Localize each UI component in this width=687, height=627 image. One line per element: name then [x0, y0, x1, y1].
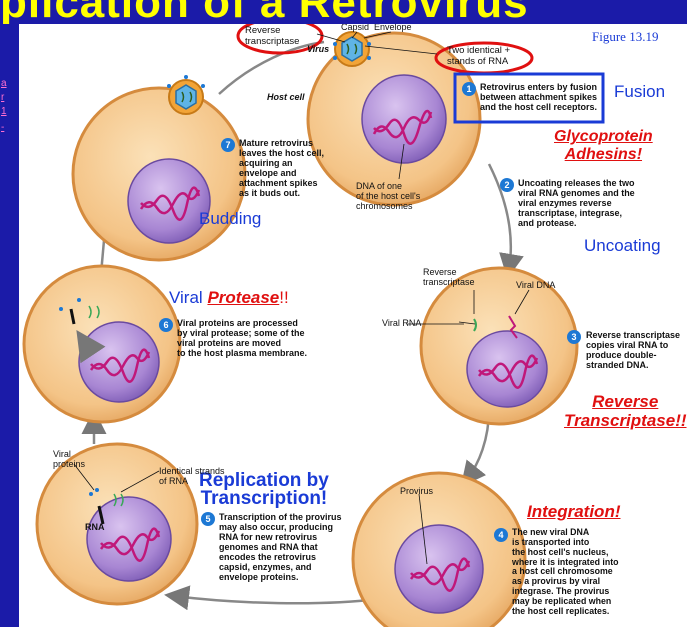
- cycle-arrow: [174, 596, 379, 603]
- host-cell-budding: [73, 75, 245, 260]
- host-cell-protease: [24, 266, 180, 422]
- step-4-badge: 4: [494, 528, 508, 542]
- viral-protease-word: Protease: [207, 288, 279, 307]
- left-link[interactable]: a: [1, 78, 7, 89]
- label-host-cell: Host cell: [267, 92, 305, 102]
- label-viral-dna: Viral DNA: [516, 280, 555, 290]
- step-3-badge: 3: [567, 330, 581, 344]
- label-reverse-transcriptase-mid: Reverse transcriptase: [423, 267, 475, 287]
- label-capsid: Capsid: [341, 24, 369, 32]
- step-6-text: Viral proteins are processed by viral pr…: [177, 318, 307, 358]
- label-identical-strands: Identical strands of RNA: [159, 466, 225, 486]
- step-5-text: Transcription of the provirus may also o…: [219, 512, 342, 583]
- step-2-badge: 2: [500, 178, 514, 192]
- left-link-bar: a r 1 -: [0, 24, 19, 627]
- label-viral-proteins: Viral proteins: [53, 449, 85, 469]
- step-5-badge: 5: [201, 512, 215, 526]
- figure-label: Figure 13.19: [592, 29, 658, 45]
- annotation-glycoprotein-adhesins: Glycoprotein Adhesins!: [554, 128, 653, 164]
- step-1-badge: 1: [462, 82, 476, 96]
- left-link[interactable]: r: [1, 92, 4, 103]
- left-link[interactable]: -: [1, 122, 4, 133]
- step-7-text: Mature retrovirus leaves the host cell, …: [239, 138, 324, 198]
- viral-protease-prefix: Viral: [169, 288, 207, 307]
- step-1-text: Retrovirus enters by fusion between atta…: [480, 82, 597, 112]
- annotation-fusion: Fusion: [614, 82, 665, 101]
- diagram-panel: Reverse transcriptase Capsid Envelope Vi…: [19, 24, 687, 627]
- label-envelope: Envelope: [374, 24, 412, 32]
- label-viral-rna: Viral RNA: [382, 318, 421, 328]
- label-provirus: Provirus: [400, 486, 433, 496]
- left-link[interactable]: 1: [1, 106, 7, 117]
- annotation-budding: Budding: [199, 209, 261, 228]
- label-dna-host: DNA of one of the host cell's chromosome…: [356, 181, 420, 211]
- step-6-badge: 6: [159, 318, 173, 332]
- annotation-viral-protease: Viral Protease!!: [169, 288, 289, 307]
- label-reverse-transcriptase-top: Reverse transcriptase: [245, 26, 299, 47]
- label-two-identical-strands: Two identical + stands of RNA: [447, 46, 510, 67]
- step-3-text: Reverse transcriptase copies viral RNA t…: [586, 330, 680, 370]
- step-2-text: Uncoating releases the two viral RNA gen…: [518, 178, 635, 228]
- host-cell-reverse-transcription: [407, 268, 577, 424]
- annotation-integration: Integration!: [527, 502, 621, 521]
- annotation-uncoating: Uncoating: [584, 236, 661, 255]
- slide-title: plication of a Retrovirus: [0, 0, 529, 24]
- label-rna: RNA: [85, 522, 105, 532]
- annotation-reverse-transcriptase: Reverse Transcriptase!!: [564, 392, 687, 430]
- step-4-text: The new viral DNA is transported into th…: [512, 528, 619, 617]
- viral-protease-suffix: !!: [279, 288, 288, 307]
- host-cell-integration: [353, 473, 525, 627]
- step-7-badge: 7: [221, 138, 235, 152]
- title-strip: plication of a Retrovirus: [0, 0, 687, 24]
- label-virus: Virus: [307, 44, 329, 54]
